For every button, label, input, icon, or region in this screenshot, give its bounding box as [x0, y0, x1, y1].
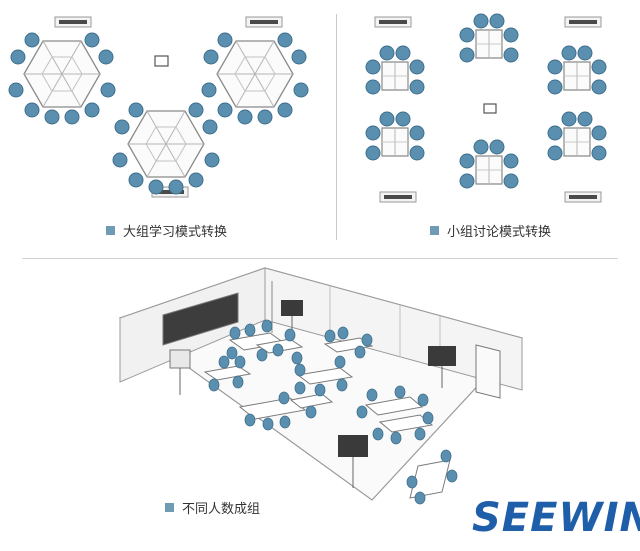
whiteboard-icon: [564, 16, 602, 28]
whiteboard-icon: [245, 16, 283, 28]
whiteboard-icon: [374, 16, 412, 28]
brand-logo: SEEWIN: [472, 495, 640, 541]
projector-icon: [154, 55, 169, 67]
small-table-group: [366, 46, 424, 94]
caption-large-group: 大组学习模式转换: [123, 225, 228, 240]
small-table-group: [548, 46, 606, 94]
legend-square-icon: [430, 226, 439, 235]
legend-large-group: 大组学习模式转换: [106, 221, 227, 240]
panel-divider-vertical: [336, 14, 337, 240]
hex-table-group-left: [9, 33, 115, 124]
whiteboard-icon: [379, 191, 417, 203]
whiteboard-icon: [564, 191, 602, 203]
hex-table-group-right: [202, 33, 308, 124]
caption-mixed-group: 不同人数成组: [182, 502, 261, 517]
small-table-group: [366, 112, 424, 160]
projector-icon: [483, 103, 497, 114]
legend-square-icon: [106, 226, 115, 235]
small-table-group: [460, 14, 518, 62]
caption-small-group: 小组讨论模式转换: [447, 225, 552, 240]
hex-table-group-bottom: [113, 103, 219, 194]
small-table-group: [548, 112, 606, 160]
legend-square-icon: [165, 503, 174, 512]
classroom-3d-view: [118, 267, 524, 505]
small-table-group: [460, 140, 518, 188]
legend-mixed-group: 不同人数成组: [165, 498, 260, 517]
whiteboard-icon: [54, 16, 92, 28]
panel-divider-horizontal: [22, 258, 618, 259]
legend-small-group: 小组讨论模式转换: [430, 221, 551, 240]
